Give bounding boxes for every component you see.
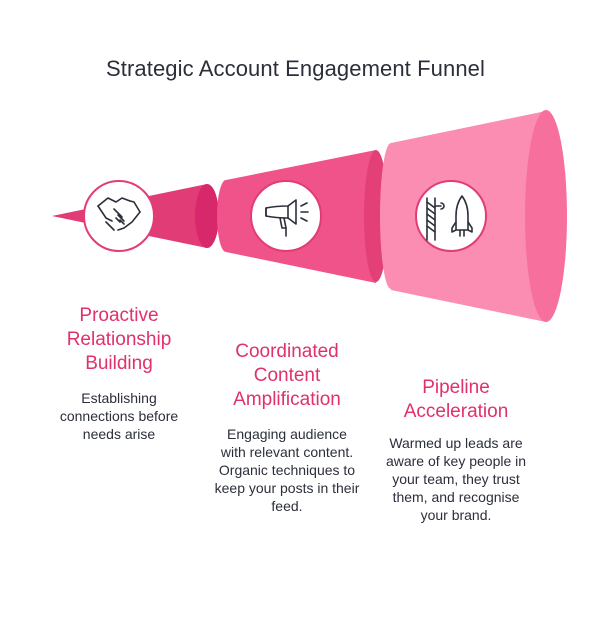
- megaphone-icon: [250, 180, 322, 252]
- rocket-launch-icon: [415, 180, 487, 252]
- stage-1-title: Proactive Relationship Building: [66, 305, 172, 374]
- stage-1-description: Establishing connections before needs ar…: [59, 390, 179, 442]
- stage-3-title: Pipeline Acceleration: [403, 377, 509, 422]
- stage-2-description: Engaging audience with relevant content.…: [214, 426, 360, 514]
- handshake-icon: [83, 180, 155, 252]
- diagram-title: Strategic Account Engagement Funnel: [106, 56, 485, 81]
- stage-2-title: Coordinated Content Amplification: [233, 341, 341, 410]
- stage-3-description: Warmed up leads are aware of key people …: [385, 435, 527, 523]
